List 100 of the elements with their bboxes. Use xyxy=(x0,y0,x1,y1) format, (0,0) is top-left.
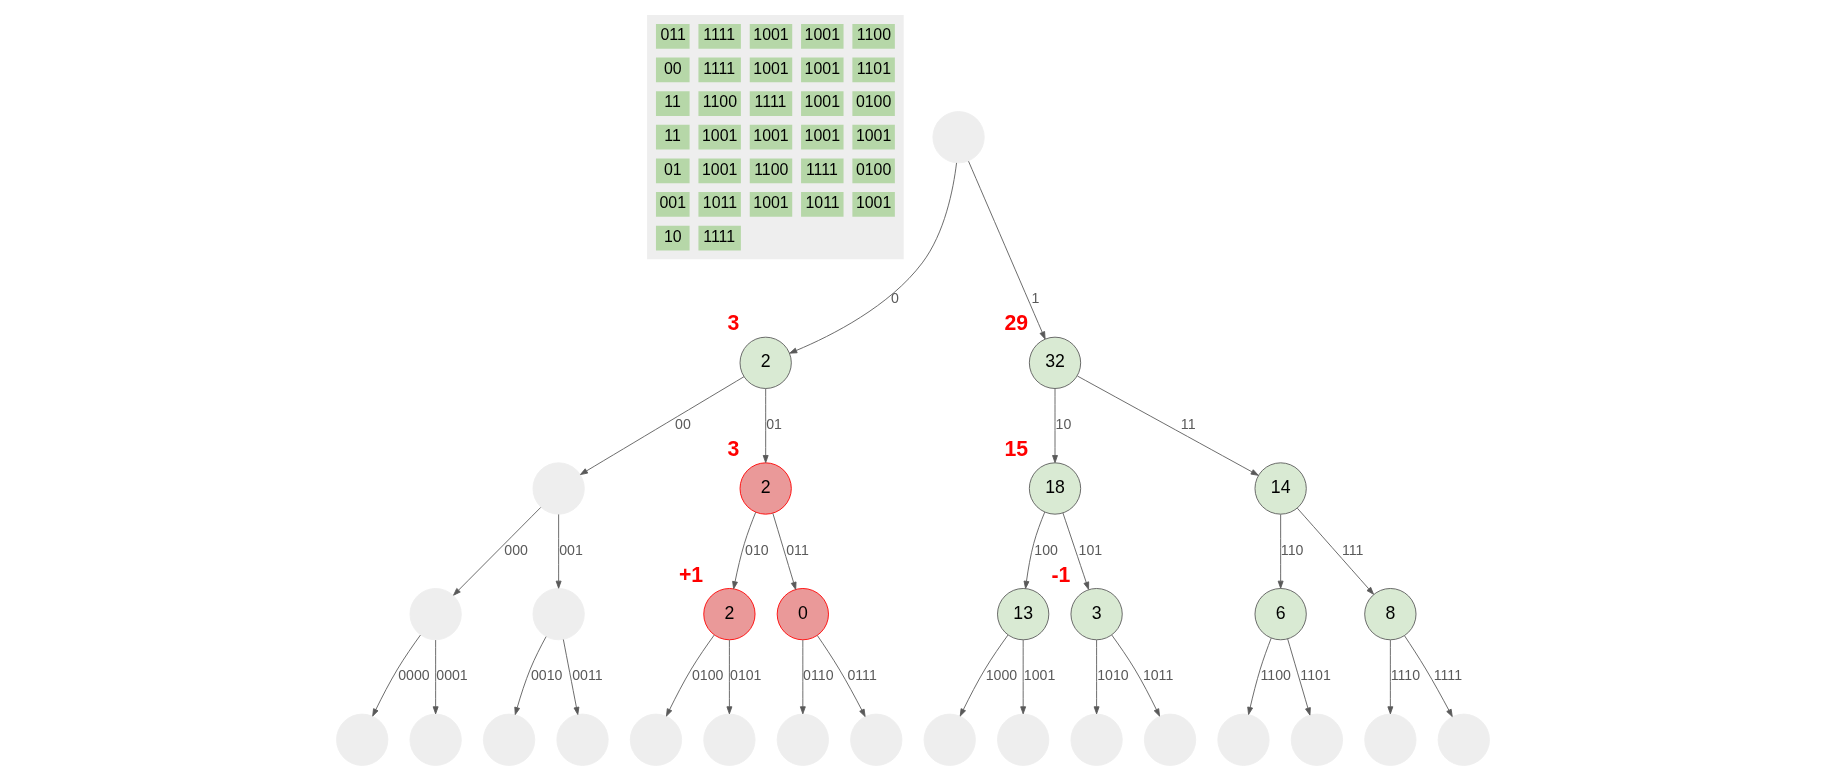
node-label: 3 xyxy=(727,436,739,460)
label: 1100 xyxy=(702,93,737,111)
label: 001 xyxy=(659,194,686,212)
label: 1001 xyxy=(804,59,840,77)
arrow xyxy=(579,376,744,475)
edge-label: 0 xyxy=(890,290,899,307)
label: 1001 xyxy=(855,194,891,212)
node-circle: 2 xyxy=(739,462,792,515)
label: 10 xyxy=(663,227,682,245)
label: 00 xyxy=(663,59,682,77)
node-label: 29 xyxy=(1004,311,1028,335)
node-circle xyxy=(1216,713,1270,766)
label: 1111 xyxy=(702,227,735,245)
node-circle: 6 xyxy=(1254,588,1307,641)
arrow xyxy=(1019,639,1026,715)
edge-label: 0001 xyxy=(435,667,468,684)
arrow xyxy=(1110,634,1160,717)
label: 1111 xyxy=(754,93,786,111)
node-circle: 13 xyxy=(996,588,1049,641)
node-circle xyxy=(1290,713,1343,766)
arrow xyxy=(1023,511,1045,589)
label: 1001 xyxy=(804,26,840,44)
edge-label: 0101 xyxy=(729,667,761,684)
arrow xyxy=(771,512,796,590)
arrow xyxy=(555,514,562,589)
node-label: 15 xyxy=(1004,436,1028,460)
arrow xyxy=(1246,637,1272,715)
node-circle xyxy=(849,713,902,766)
arrow xyxy=(432,639,439,715)
label: 1101 xyxy=(856,59,891,77)
arrow xyxy=(762,388,769,463)
node-label: 3 xyxy=(727,311,739,335)
edge-label: 1000 xyxy=(985,667,1017,684)
node-circle xyxy=(335,713,388,766)
edge-label: 0110 xyxy=(802,667,834,684)
node-circle: 2 xyxy=(702,588,755,641)
label: 11 xyxy=(663,127,681,145)
edge-label: 111 xyxy=(1341,541,1364,558)
label: 1100 xyxy=(753,160,788,178)
label: 1011 xyxy=(702,194,737,212)
label: 1001 xyxy=(804,93,840,111)
arrow xyxy=(788,162,957,354)
node-circle xyxy=(776,713,829,766)
label: 1111 xyxy=(805,160,838,178)
label: 1001 xyxy=(752,59,789,77)
arrow xyxy=(1093,639,1099,715)
node-circle xyxy=(629,713,682,766)
arrow xyxy=(1277,514,1284,589)
node-label: -1 xyxy=(1050,562,1070,586)
arrow xyxy=(1296,507,1374,595)
node-circle: 2 xyxy=(739,336,792,389)
edge-label: 001 xyxy=(558,541,583,558)
label: 1001 xyxy=(752,127,789,145)
arrow xyxy=(959,634,1008,717)
edge-label: 01 xyxy=(765,416,782,433)
edge-label: 10 xyxy=(1055,416,1071,433)
arrow xyxy=(1286,638,1311,716)
node-circle xyxy=(923,713,976,766)
edge-label: 010 xyxy=(744,541,769,558)
node-circle xyxy=(996,713,1049,766)
edge-label: 1001 xyxy=(1023,667,1055,684)
arrow xyxy=(1062,512,1089,590)
arrow xyxy=(371,634,421,717)
node-circle xyxy=(931,111,985,164)
label: 11 xyxy=(663,93,681,111)
label: 1011 xyxy=(804,194,840,212)
edge-label: 1111 xyxy=(1433,667,1462,684)
edge-label: 110 xyxy=(1280,541,1303,558)
label: 0100 xyxy=(855,93,891,111)
node-circle xyxy=(409,713,462,766)
arrow xyxy=(665,634,715,717)
label: 1001 xyxy=(855,127,891,145)
edge-label: 0100 xyxy=(691,667,723,684)
arrow xyxy=(562,639,579,715)
arrow xyxy=(1386,639,1393,715)
node-circle xyxy=(1143,713,1196,766)
label: 1111 xyxy=(702,59,735,77)
edge-label: 0011 xyxy=(571,667,603,684)
edge-label: 011 xyxy=(785,541,809,558)
edge-label: 0010 xyxy=(530,667,562,684)
label: 1001 xyxy=(701,127,737,145)
node-label: +1 xyxy=(678,562,703,586)
node-circle xyxy=(482,713,535,766)
label: 1001 xyxy=(701,160,737,178)
node-circle xyxy=(1070,713,1123,766)
arrow xyxy=(816,635,866,717)
arrow xyxy=(725,639,732,715)
edge-label: 0111 xyxy=(846,667,877,684)
label: 1001 xyxy=(752,26,789,44)
edge-label: 1100 xyxy=(1260,667,1291,684)
arrow xyxy=(452,506,541,596)
node-circle: 18 xyxy=(1028,462,1081,515)
edge-label: 101 xyxy=(1078,541,1102,558)
edge-label: 1110 xyxy=(1390,667,1420,684)
label: 011 xyxy=(659,26,686,44)
arrow xyxy=(1051,388,1058,463)
node-circle xyxy=(1437,713,1490,766)
node-circle: 0 xyxy=(776,588,829,641)
edge-label: 11 xyxy=(1180,416,1196,433)
label: 1001 xyxy=(752,194,789,212)
